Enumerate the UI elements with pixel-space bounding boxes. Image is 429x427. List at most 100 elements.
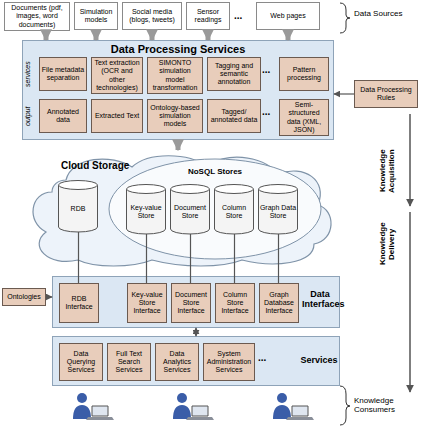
nosql-ellipse: NoSQL StoresKey-value StoreDocument Stor…	[108, 158, 322, 260]
box-label: Semi-structured data (XML, JSON)	[280, 101, 328, 133]
box-label: Text extraction (OCR and other technolog…	[92, 59, 142, 91]
box-label: Social media (blogs, tweets)	[123, 8, 181, 24]
ellipsis-text: ...	[262, 64, 276, 76]
knowledge-label: Knowledge Delivery	[378, 216, 402, 272]
knowledge-label-text: Knowledge Delivery	[378, 216, 396, 272]
service-box: Data Querying Services	[59, 343, 103, 381]
service-box: Text extraction (OCR and other technolog…	[91, 57, 143, 94]
source-box: Web pages	[256, 2, 320, 30]
row-label-text: output	[24, 100, 32, 132]
box-label: Graph Data Store	[258, 204, 298, 220]
box-label: Data Processing Rules	[355, 86, 417, 102]
flow-arrow	[286, 30, 291, 40]
ellipsis: ...	[262, 64, 276, 76]
box-label: Ontologies	[3, 293, 45, 301]
processing-panel: Data Processing ServicesFile metadata se…	[22, 40, 334, 140]
section-label-text: Data Sources	[354, 9, 414, 18]
box-label: Graph Database Interface	[260, 291, 298, 315]
box-label: Full Text Search Services	[108, 350, 150, 374]
panel-heading: Data Interfaces	[301, 289, 339, 310]
flow-arrow	[94, 30, 99, 40]
flow-arrow	[176, 140, 181, 150]
panel-heading: NoSQL Stores	[180, 167, 250, 176]
box-label: File metadata separation	[40, 66, 86, 82]
connector-line	[78, 232, 79, 283]
output-box: Semi-structured data (XML, JSON)	[279, 99, 329, 136]
store-cylinder: Key-value Store	[126, 184, 166, 234]
box-label: Data Querying Services	[60, 350, 102, 374]
user-icon	[173, 393, 214, 420]
box-label: Web pages	[257, 12, 319, 20]
output-box: Ontology-based simulation models	[147, 99, 203, 133]
bracket	[340, 386, 350, 425]
cylinder-body	[259, 189, 298, 234]
ellipsis-text: ...	[262, 106, 276, 118]
delivery-arrow	[409, 212, 411, 392]
connector-line	[146, 234, 147, 283]
connector-line	[46, 296, 52, 297]
user-icon	[73, 393, 114, 420]
service-box: SIMONTO simulation model transformation	[147, 57, 203, 94]
interface-box: RDB Interface	[59, 283, 99, 323]
ellipsis: ...	[234, 10, 254, 22]
service-box: Pattern processing	[279, 57, 329, 91]
box-label: Ontology-based simulation models	[148, 104, 202, 128]
service-box: System Administration Services	[203, 343, 255, 381]
row-label: services	[24, 58, 36, 90]
source-box: Social media (blogs, tweets)	[122, 2, 182, 30]
box-label: Column Store	[214, 204, 254, 220]
service-box: File metadata separation	[39, 57, 87, 91]
interfaces-panel: Data Interfaces RDB Interface Key-value St…	[52, 276, 340, 328]
box-label: Column Store Interface	[216, 291, 254, 315]
box-label: Simulation models	[75, 8, 117, 24]
box-label: SIMONTO simulation model transformation	[148, 59, 202, 91]
box-label: Key-value Store Interface	[128, 291, 166, 315]
store-cylinder: Document Store	[170, 184, 210, 234]
output-box: Extracted Text	[91, 99, 143, 133]
box-label: Data Analytics Services	[156, 350, 198, 374]
box-label: Key-value Store	[126, 204, 166, 220]
knowledge-label: Knowledge Acquisition	[378, 140, 402, 202]
cylinder-top	[59, 181, 98, 190]
box-label: Document Store Interface	[172, 291, 210, 315]
box-label: Annotated data	[40, 108, 86, 124]
ellipsis: ...	[258, 352, 278, 364]
interface-box: Graph Database Interface	[259, 283, 299, 323]
cloud-storage: Cloud StorageRDB NoSQL StoresKey-value St…	[22, 150, 338, 268]
flow-arrow	[44, 31, 49, 40]
row-label-text: services	[24, 58, 32, 90]
output-box: Annotated data	[39, 99, 87, 133]
store-cylinder: Graph Data Store	[258, 184, 298, 234]
box-label: System Administration Services	[204, 350, 254, 374]
connector-line	[190, 234, 191, 283]
source-box: Simulation models	[74, 2, 118, 30]
ontologies-box: Ontologies	[2, 288, 46, 306]
box-label: Tagged/ annotated data	[208, 108, 260, 124]
box-label: Documents (pdf, images, word documents)	[5, 4, 69, 28]
panel-heading: Cloud Storage	[60, 160, 150, 172]
box-label: Extracted Text	[92, 112, 142, 120]
database-cylinder: RDB	[58, 180, 98, 232]
box-label: Tagging and semantic annotation	[208, 62, 260, 86]
flow-arrow	[150, 30, 155, 40]
service-box: Tagging and semantic annotation	[207, 57, 261, 91]
services-panel: Services Data Querying ServicesFull Text …	[52, 336, 340, 386]
connector-line	[334, 93, 354, 94]
cylinder-body	[215, 189, 254, 234]
connector-line	[234, 234, 235, 283]
section-label: Knowledge Consumers	[354, 396, 426, 414]
panel-heading: Services	[299, 355, 339, 365]
cylinder-top	[259, 185, 298, 194]
cylinder-body	[171, 189, 210, 234]
bracket	[340, 3, 350, 33]
ellipse-shape	[109, 159, 321, 259]
box-label: Pattern processing	[280, 66, 328, 82]
output-box: Tagged/ annotated data	[207, 99, 261, 133]
cylinder-top	[171, 185, 210, 194]
section-label-text: Knowledge Consumers	[354, 396, 426, 414]
user-icon	[273, 393, 314, 420]
box-label: RDB	[58, 205, 98, 213]
connector-line	[195, 328, 196, 336]
cylinder-top	[127, 185, 166, 194]
